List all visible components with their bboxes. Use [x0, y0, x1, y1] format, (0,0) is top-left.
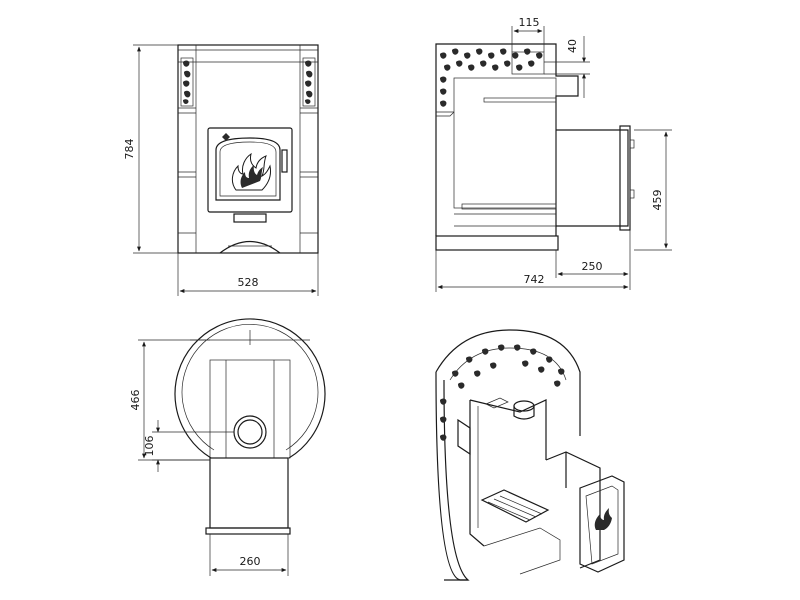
side-top-height-label: 40	[566, 39, 579, 53]
top-flue-offset-label: 106	[143, 436, 156, 457]
side-top-offset-dimension: 115	[511, 16, 545, 52]
front-body-outline	[177, 44, 319, 254]
side-flue-pipe	[511, 51, 545, 75]
top-view: 466 106 260	[129, 318, 326, 576]
iso-inner-firebox	[457, 397, 561, 575]
front-width-dimension: 528	[177, 253, 319, 296]
top-inner-body	[209, 359, 291, 459]
side-body-outline	[435, 43, 579, 236]
front-height-dimension: 784	[123, 44, 178, 254]
side-base	[435, 235, 559, 251]
side-grate	[461, 203, 557, 210]
side-firebox-tunnel	[556, 125, 635, 231]
top-firebox-tunnel	[209, 457, 289, 529]
front-view: 528 784	[123, 44, 319, 296]
side-inner-chamber	[453, 77, 557, 209]
side-top-offset-label: 115	[519, 16, 540, 29]
side-flame-band	[440, 48, 543, 107]
top-flue-offset-dimension: 106	[143, 420, 234, 472]
front-height-label: 784	[123, 139, 136, 160]
top-tunnel-width-dimension: 260	[209, 534, 289, 576]
top-outer-ring	[174, 318, 326, 459]
side-total-depth-dimension: 742	[435, 250, 629, 292]
side-tunnel-height-dimension: 459	[634, 129, 672, 251]
front-left-flame-panel	[180, 57, 194, 107]
side-total-depth-label: 742	[524, 273, 545, 286]
top-depth-dimension: 466	[129, 339, 210, 461]
side-view: 115 40 459 250 742	[435, 16, 672, 292]
front-width-label: 528	[238, 276, 259, 289]
side-tunnel-length-label: 250	[582, 260, 603, 273]
door-flame-icon	[231, 152, 271, 191]
iso-flame-band	[440, 344, 565, 441]
top-flue-outlet	[233, 415, 267, 449]
top-depth-label: 466	[129, 390, 142, 411]
iso-firebox-tunnel	[545, 451, 625, 573]
side-top-height-dimension: 40	[544, 36, 590, 98]
side-tunnel-length-dimension: 250	[555, 230, 631, 290]
top-tunnel-width-label: 260	[240, 555, 261, 568]
front-firebox-door	[207, 127, 293, 213]
front-ash-slot	[233, 213, 267, 223]
front-ash-arch	[219, 241, 281, 254]
side-tunnel-height-label: 459	[651, 190, 664, 211]
isometric-cutaway-view	[435, 329, 625, 581]
iso-grate	[480, 489, 550, 523]
front-right-flame-panel	[302, 57, 316, 107]
